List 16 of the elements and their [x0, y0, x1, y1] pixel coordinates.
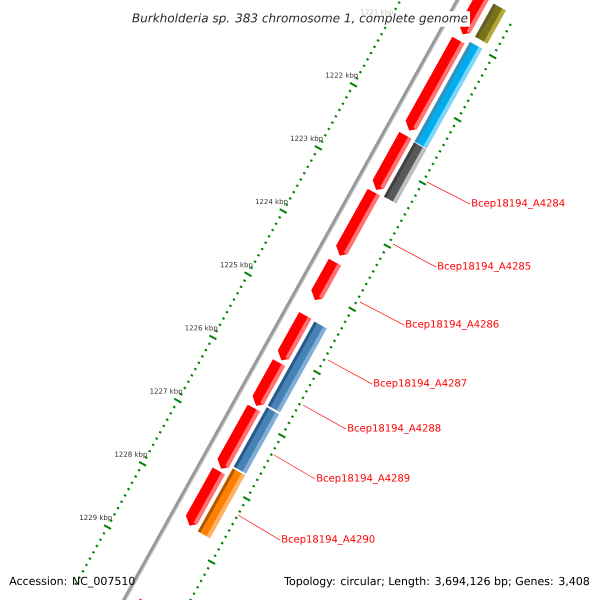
gene-label: Bcep18194_A4290: [282, 535, 374, 545]
leader-line: [426, 182, 470, 204]
leader-line: [392, 244, 436, 268]
leader-line: [238, 514, 280, 540]
leader-line: [302, 404, 346, 430]
gene-label: Bcep18194_A4289: [317, 474, 410, 484]
gene-label: Bcep18194_A4288: [348, 424, 440, 434]
leader-line: [328, 360, 372, 384]
leader-line: [274, 454, 316, 480]
gene-label: Bcep18194_A4287: [374, 379, 466, 389]
accession-text: Accession: NC_007510: [9, 576, 135, 588]
gene-label: Bcep18194_A4284: [472, 199, 565, 209]
topology-text: Topology: circular; Length: 3,694,126 bp; Genes: 3,408: [284, 576, 590, 588]
leader-line: [360, 302, 404, 326]
gene-label: Bcep18194_A4286: [406, 320, 499, 330]
gene-label: Bcep18194_A4285: [438, 262, 530, 272]
